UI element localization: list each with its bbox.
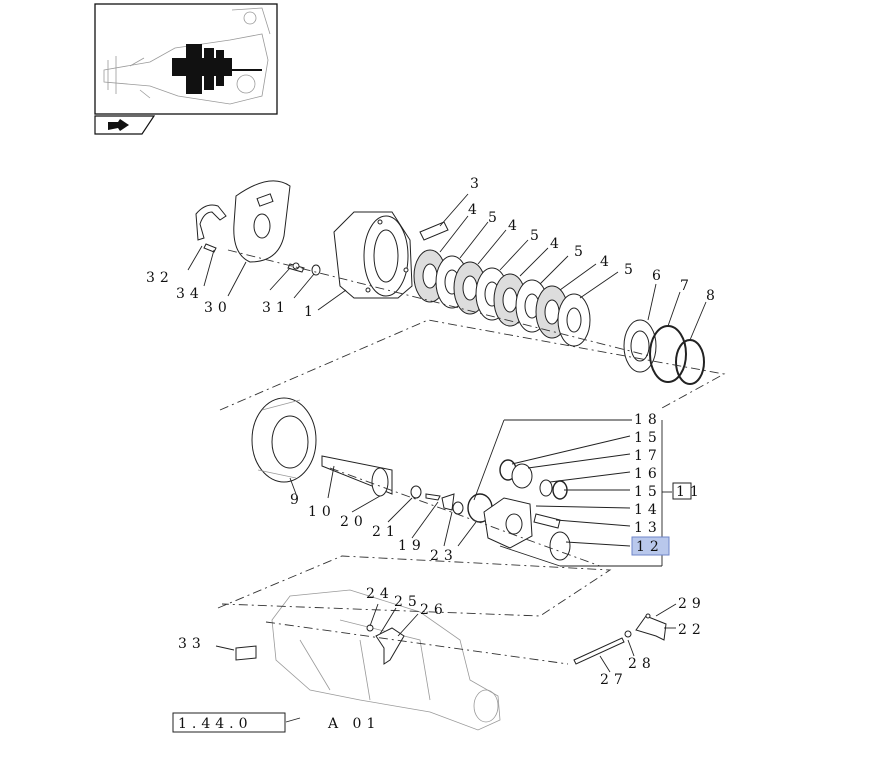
callout-12-selected[interactable]: 12 [631,536,670,556]
callout-6: 6 [652,268,666,284]
callout-1: 1 [304,304,318,320]
callout-32: 32 [146,270,174,286]
callout-7: 7 [680,278,694,294]
callout-30: 30 [204,300,232,316]
callout-17: 17 [634,448,662,464]
callout-23: 23 [430,548,458,564]
callout-24: 24 [366,586,394,602]
axle-housing-group [235,589,667,731]
callout-29: 29 [678,596,706,612]
callout-28: 28 [628,656,656,672]
thumbnail-overview[interactable] [94,3,278,115]
callout-20: 20 [340,514,368,530]
callout-4a: 4 [468,202,482,218]
reference-code: 1.44.0 [178,716,253,732]
callout-14: 14 [634,502,662,518]
callout-34: 34 [176,286,204,302]
callout-5b: 5 [530,228,544,244]
callout-31: 31 [262,300,290,316]
callout-11: 11 [676,484,704,500]
callout-26: 26 [420,602,448,618]
callout-10: 10 [308,504,336,520]
callout-5d: 5 [624,262,638,278]
callout-33: 33 [178,636,206,652]
callout-labels: 32 34 30 31 1 3 4 5 4 5 4 5 4 5 6 7 8 18… [146,176,720,688]
callout-4d: 4 [600,254,614,270]
callout-12: 12 [636,539,664,555]
callout-8: 8 [706,288,720,304]
callout-5a: 5 [488,210,502,226]
callout-15a: 15 [634,430,662,446]
callout-16: 16 [634,466,662,482]
callout-3: 3 [470,176,484,192]
callout-15b: 15 [634,484,662,500]
callout-25: 25 [394,594,422,610]
callout-5c: 5 [574,244,588,260]
callout-22: 22 [678,622,706,638]
callout-19: 19 [398,538,426,554]
callout-21: 21 [372,524,400,540]
right-arrow-icon [108,119,129,131]
callout-4b: 4 [508,218,522,234]
brake-assembly-group [195,180,705,385]
callout-4c: 4 [550,236,564,252]
callout-27: 27 [600,672,628,688]
reference-suffix: A 01 [327,716,380,732]
reference-link[interactable]: 1.44.0 [172,712,286,733]
nav-button[interactable] [94,115,156,135]
callout-9: 9 [290,492,304,508]
callout-13: 13 [634,520,662,536]
callout-18: 18 [634,412,662,428]
axle-assembly-group [251,397,571,561]
